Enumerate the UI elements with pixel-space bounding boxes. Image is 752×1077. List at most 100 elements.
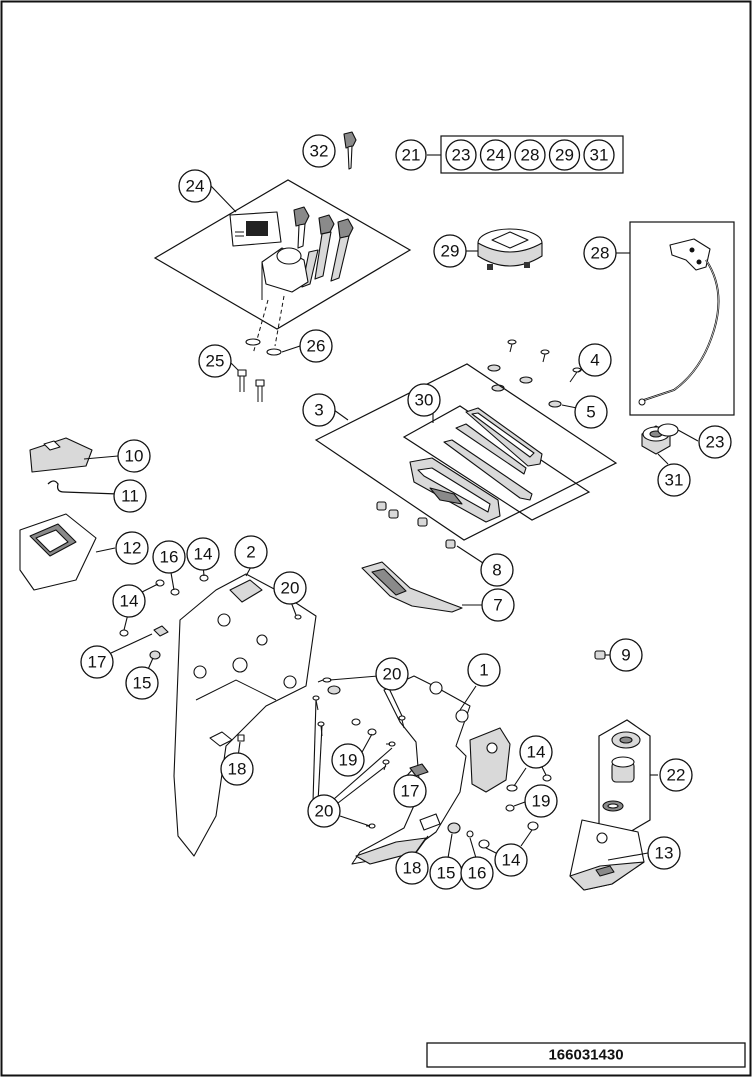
dashboard-box [314,363,618,541]
center-fasteners [312,675,552,859]
callout-30: 30 [407,383,441,417]
callout-13: 13 [647,836,681,870]
callout-number: 18 [228,760,247,779]
callout-number: 29 [555,146,574,165]
callout-number: 24 [186,177,205,196]
callout-number: 17 [401,782,420,801]
callout-11: 11 [113,479,147,513]
callout-8: 8 [480,553,514,587]
drawing-number: 166031430 [548,1047,623,1064]
callout-number: 10 [125,447,144,466]
callout-18a: 18 [220,752,254,786]
callout-number: 5 [586,403,595,422]
callout-number: 29 [441,242,460,261]
callout-number: 3 [314,401,323,420]
callout-20a: 20 [273,571,307,605]
callout-28: 28 [583,236,617,270]
callout-number: 7 [493,596,502,615]
callout-number: 12 [123,539,142,558]
callout-17b: 17 [393,774,427,808]
callout-10: 10 [117,439,151,473]
callout-14a: 14 [186,537,220,571]
callout-number: 14 [120,592,139,611]
callout-24: 24 [178,169,212,203]
cover-part [29,437,119,473]
callout-3: 3 [302,393,336,427]
trim-panel-part [19,513,116,591]
left-bracket-part [173,564,317,857]
callout-32: 32 [302,134,336,168]
lock-cylinder-part [641,423,699,465]
callout-number: 8 [492,561,501,580]
fuel-cap-part [466,228,543,270]
callout-12: 12 [115,531,149,565]
callout-number: 26 [307,337,326,356]
callout-number: 25 [206,352,225,371]
callout-7: 7 [481,588,515,622]
lock-bolts [228,338,301,402]
callout-9: 9 [609,638,643,672]
callout-19b: 19 [524,784,558,818]
callout-21: 21 [395,139,427,171]
callout-number: 28 [521,146,540,165]
callout-number: 31 [590,146,609,165]
callout-4: 4 [578,343,612,377]
callout-20c: 20 [307,794,341,828]
callout-number: 18 [403,859,422,878]
callout-number: 17 [88,653,107,672]
callout-25: 25 [198,344,232,378]
kit-item-28: 28 [514,139,546,171]
cable-box [616,221,735,416]
callout-number: 31 [665,471,684,490]
callout-1: 1 [467,653,501,687]
spring-clip-part [47,480,119,495]
callout-2: 2 [234,535,268,569]
kit-item-24: 24 [479,139,512,171]
key-code-card [229,211,282,247]
callout-number: 19 [532,792,551,811]
callout-number: 1 [479,661,488,680]
callout-number: 20 [281,579,300,598]
callout-number: 14 [502,851,521,870]
callout-number: 32 [310,142,329,161]
callout-16a: 16 [152,540,186,574]
callout-23: 23 [698,425,732,459]
display-bracket-part [361,561,484,613]
callout-number: 23 [452,146,471,165]
callout-29: 29 [433,234,467,268]
callout-14b: 14 [112,584,146,618]
clip-part [594,650,611,660]
callout-31: 31 [657,463,691,497]
callout-26: 26 [299,329,333,363]
center-bracket-part [351,675,511,865]
kit-item-29: 29 [548,139,581,171]
callout-number: 2 [246,543,255,562]
callout-14d: 14 [494,843,528,877]
callout-19a: 19 [331,743,365,777]
callout-number: 15 [133,674,152,693]
kit-item-layer: 21 23 24 28 29 31 [395,139,615,171]
key-part [343,131,357,170]
callout-16b: 16 [460,856,494,890]
callout-number: 11 [121,487,139,506]
callout-number: 20 [383,665,402,684]
grommets-part [376,501,484,564]
callout-number: 19 [339,751,358,770]
callout-layer: 1234578910111213141414141515161617171818… [80,134,732,890]
kit-item-31: 31 [583,139,615,171]
callout-18b: 18 [395,851,429,885]
callout-5: 5 [574,395,608,429]
callout-number: 22 [667,766,686,785]
callout-number: 14 [527,743,546,762]
callout-number: 15 [437,864,456,883]
callout-17a: 17 [80,645,114,679]
callout-number: 4 [590,351,599,370]
callout-number: 30 [415,391,434,410]
callout-number: 21 [402,146,421,165]
callout-number: 28 [591,244,610,263]
callout-number: 16 [160,548,179,567]
callout-15b: 15 [429,856,463,890]
callout-22: 22 [659,758,693,792]
